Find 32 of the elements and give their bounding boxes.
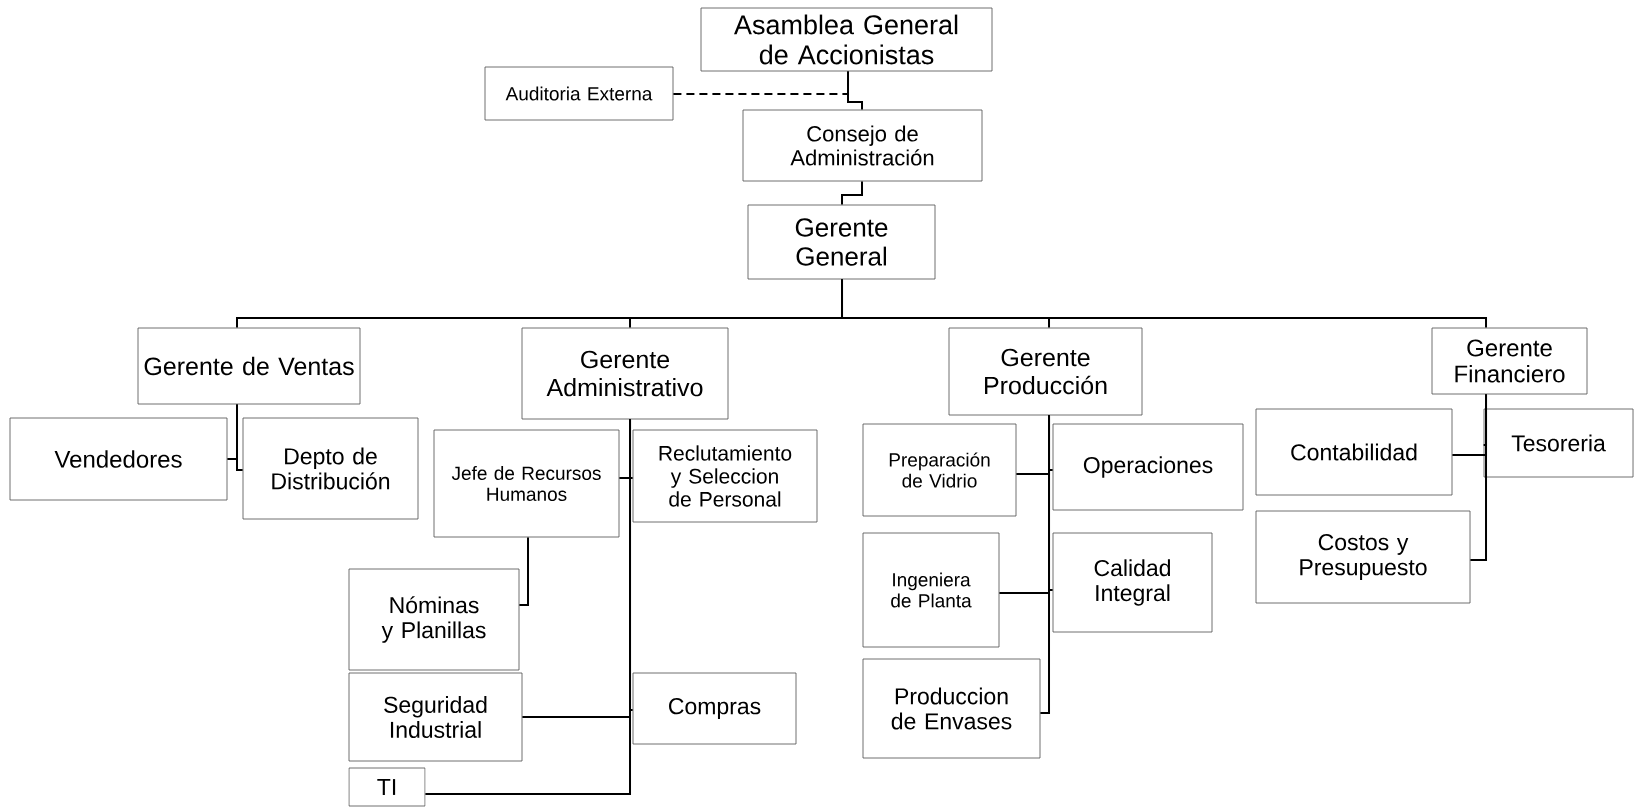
org-box: Preparación de Vidrio <box>862 423 1017 517</box>
org-box: Jefe de Recursos Humanos <box>433 429 620 538</box>
org-box: Seguridad Industrial <box>348 672 523 762</box>
org-box: Contabilidad <box>1255 408 1453 496</box>
org-box: Ingeniera de Planta <box>862 532 1000 648</box>
connector-line <box>236 403 244 471</box>
org-box: Reclutamiento y Seleccion de Personal <box>632 429 818 523</box>
org-box: Nóminas y Planillas <box>348 568 520 671</box>
connector-line <box>1469 393 1487 561</box>
org-box: Gerente de Ventas <box>137 327 361 405</box>
connector-line <box>1039 414 1050 714</box>
org-box: Gerente General <box>747 204 936 280</box>
connector-line <box>841 278 1487 329</box>
connector-line <box>841 180 863 206</box>
org-box: Produccion de Envases <box>862 658 1041 759</box>
org-box: Tesoreria <box>1483 408 1634 478</box>
connector-line <box>672 70 849 95</box>
connector-line <box>518 536 529 606</box>
org-box: Gerente Administrativo <box>521 327 729 420</box>
org-box: Calidad Integral <box>1052 532 1213 633</box>
org-box: Vendedores <box>9 417 228 501</box>
org-box: Auditoria Externa <box>484 66 674 121</box>
org-box: Compras <box>632 672 797 745</box>
org-box: Depto de Distribución <box>242 417 419 520</box>
org-box: Gerente Producción <box>948 327 1143 416</box>
connector-line <box>424 418 631 795</box>
org-box: Consejo de Administración <box>742 109 983 182</box>
org-box: Gerente Financiero <box>1431 327 1588 395</box>
org-box: Asamblea General de Accionistas <box>700 7 993 72</box>
org-box: Costos y Presupuesto <box>1255 510 1471 604</box>
org-box: Operaciones <box>1052 423 1244 511</box>
org-box: TI <box>348 767 426 807</box>
